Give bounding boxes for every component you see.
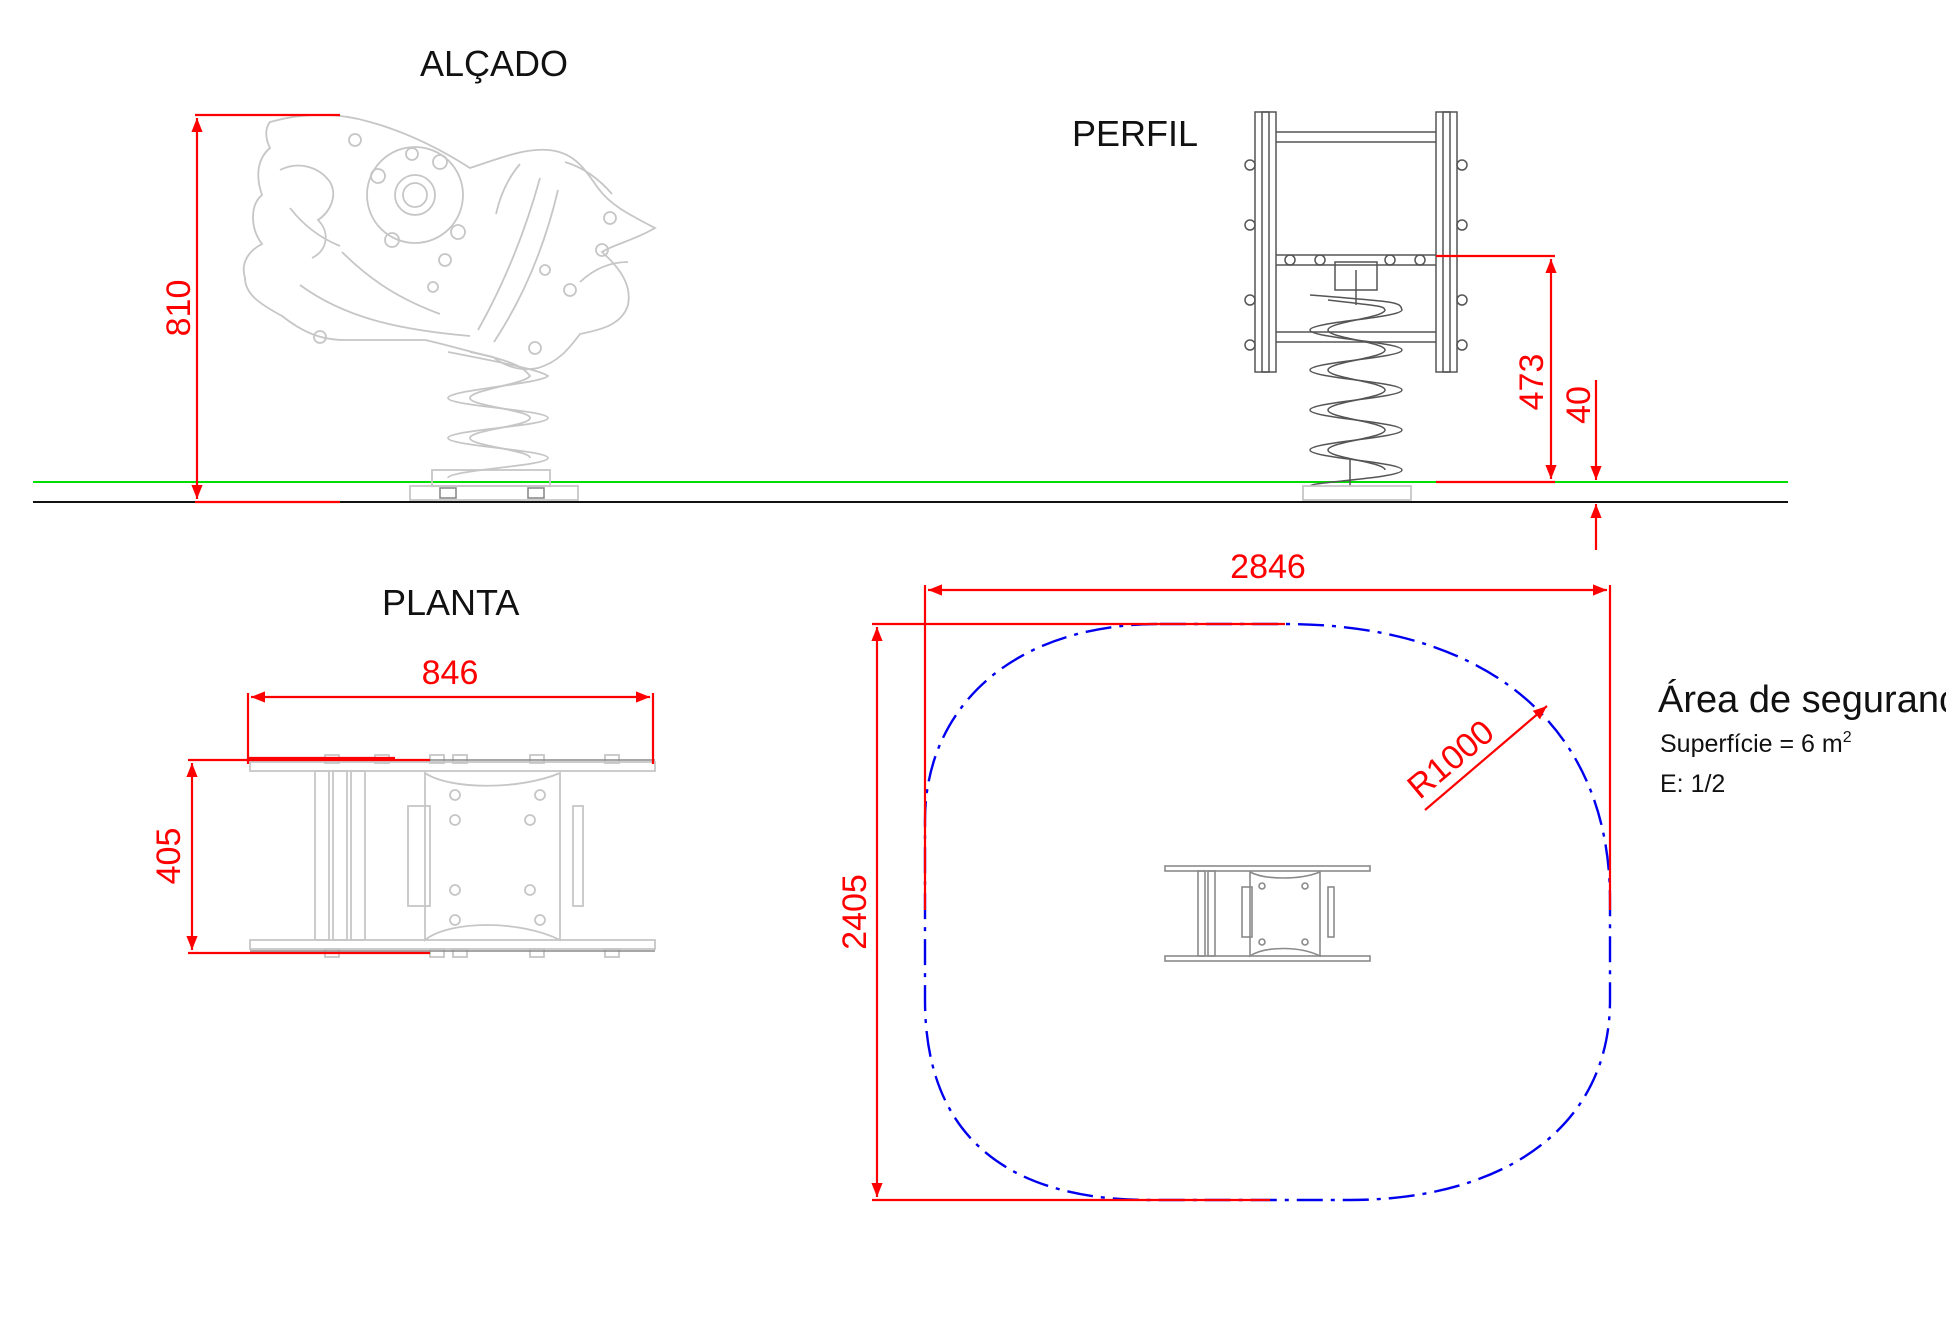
dim-405-label: 405 [150, 828, 188, 885]
safety-area-outline [923, 622, 1612, 1202]
plan-view [249, 754, 656, 958]
dim-2405-label: 2405 [836, 874, 874, 950]
safety-heading: Área de segurança [1658, 678, 1946, 721]
safety-scale: E: 1/2 [1660, 770, 1725, 798]
dim-40-label: 40 [1560, 386, 1598, 424]
dimension-846: 846 [246, 654, 655, 764]
dimension-473: 473 [1436, 254, 1557, 484]
dim-r1000-label: R1000 [1400, 713, 1501, 807]
safety-surface: Superfície = 6 m2 [1660, 729, 1852, 758]
profile-title: PERFIL [1072, 113, 1198, 154]
dimension-r1000: R1000 [1400, 705, 1548, 811]
plan-title: PLANTA [382, 582, 519, 623]
dimension-405: 405 [150, 758, 430, 955]
dim-810-label: 810 [160, 280, 198, 337]
dimension-2405: 2405 [836, 622, 1285, 1202]
dim-846-label: 846 [422, 654, 479, 692]
dimension-810: 810 [160, 113, 340, 504]
profile-view [1244, 111, 1468, 501]
elevation-view [242, 114, 657, 501]
dimension-40: 40 [1560, 380, 1602, 550]
dim-2846-label: 2846 [1230, 548, 1306, 586]
dim-473-label: 473 [1513, 354, 1551, 411]
elevation-title: ALÇADO [420, 43, 568, 84]
safety-area-plan-symbol [1164, 865, 1371, 962]
safety-area [923, 622, 1612, 1202]
dimension-2846: 2846 [923, 548, 1612, 910]
